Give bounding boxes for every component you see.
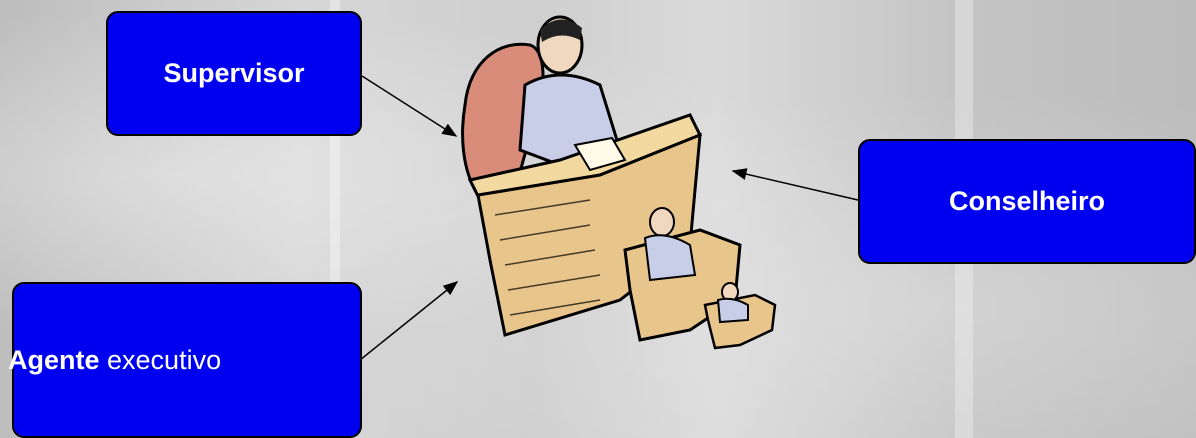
supervisor-box: Supervisor — [106, 11, 362, 136]
office-hierarchy-illustration — [463, 17, 775, 348]
agente-label-rest: executivo — [100, 345, 222, 375]
agente-executivo-box: Agente executivo — [12, 282, 362, 438]
agente-executivo-label: Agente executivo — [8, 345, 221, 376]
arrow-supervisor — [362, 76, 456, 136]
supervisor-label: Supervisor — [163, 58, 304, 89]
arrow-conselheiro — [733, 171, 858, 200]
conselheiro-label: Conselheiro — [949, 186, 1105, 217]
arrow-agente — [360, 282, 457, 360]
agente-label-bold: Agente — [8, 345, 100, 375]
conselheiro-box: Conselheiro — [858, 139, 1196, 264]
